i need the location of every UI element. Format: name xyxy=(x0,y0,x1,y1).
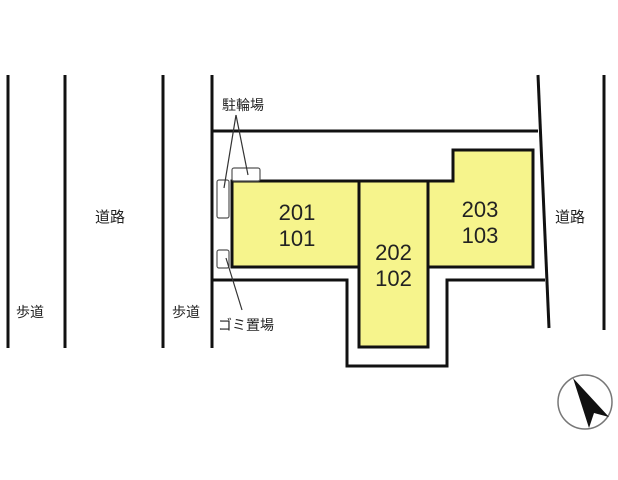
unit-number-upper: 203 xyxy=(461,197,499,222)
garbage-area-label: ゴミ置場 xyxy=(218,318,274,334)
road-line xyxy=(536,74,551,329)
leader-line xyxy=(235,114,249,176)
building-unit-202-102 xyxy=(357,179,430,349)
building-unit-201-101 xyxy=(230,179,361,269)
unit-number-lower: 102 xyxy=(375,266,412,291)
unit-label-202-102: 202 102 xyxy=(359,240,428,292)
sidewalk-label-inner: 歩道 xyxy=(172,305,200,321)
leader-line xyxy=(225,257,243,311)
unit-number-upper: 201 xyxy=(278,200,316,225)
unit-number-upper: 202 xyxy=(375,240,412,265)
garbage-area xyxy=(216,249,230,269)
unit-number-lower: 101 xyxy=(278,226,316,251)
bicycle-parking-area xyxy=(216,179,230,219)
unit-label-203-103: 203 103 xyxy=(445,197,515,249)
bicycle-parking-label: 駐輪場 xyxy=(222,98,264,114)
sidewalk-label-left: 歩道 xyxy=(16,305,44,321)
building-unit-203-103 xyxy=(426,148,535,269)
unit-label-201-101: 201 101 xyxy=(262,200,332,252)
north-arrow-icon xyxy=(573,378,609,428)
bicycle-parking-area xyxy=(231,167,261,182)
compass xyxy=(557,374,613,430)
unit-number-lower: 103 xyxy=(461,223,499,248)
site-boundary xyxy=(212,278,545,368)
leader-line xyxy=(223,114,237,189)
road-label-left: 道路 xyxy=(95,208,126,226)
road-label-right: 道路 xyxy=(555,208,586,226)
